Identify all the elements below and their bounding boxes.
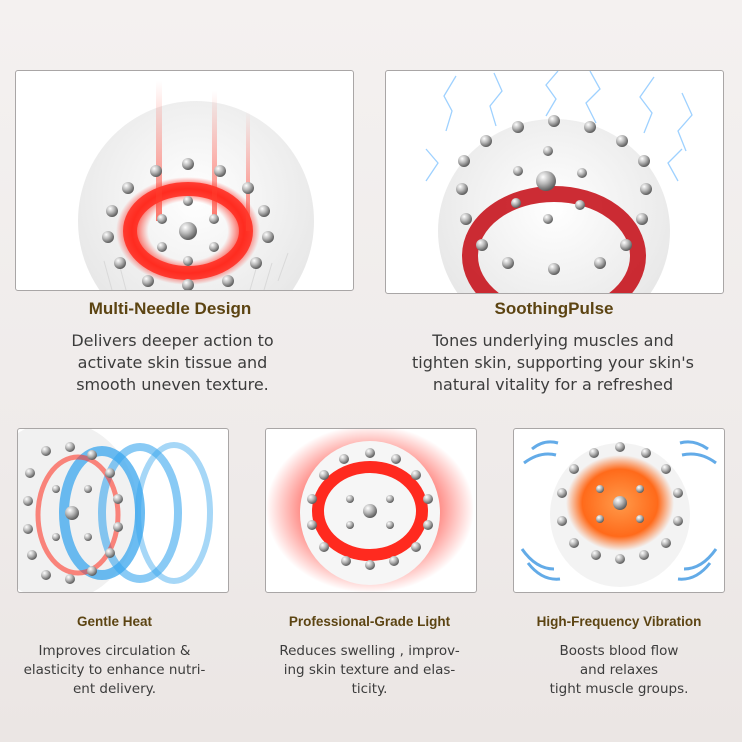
soothing-pulse-device-image xyxy=(385,70,724,294)
description-line: ent delivery. xyxy=(72,681,157,697)
device-illustration xyxy=(78,81,314,290)
description-line: Tones underlying muscles and xyxy=(432,331,674,350)
multi-needle-device-image xyxy=(15,70,354,291)
description-line: and relaxes xyxy=(579,662,659,678)
description-line: elasticity to enhance nutri- xyxy=(23,662,206,678)
description-line: Improves circulation & xyxy=(38,643,191,659)
description-line: natural vitality for a refreshed xyxy=(432,375,674,394)
feature-title-vibration: High-Frequency Vibration xyxy=(536,614,702,629)
description-line: ing skin texture and elas- xyxy=(283,662,456,678)
feature-title-gentle-heat: Gentle Heat xyxy=(76,614,153,629)
feature-description-professional-light: Reduces swelling , improv- ing skin text… xyxy=(262,642,477,699)
description-line: Reduces swelling , improv- xyxy=(279,643,460,659)
description-line: Boosts blood flow xyxy=(559,643,679,659)
description-line: tight muscle groups. xyxy=(549,681,689,697)
device-illustration xyxy=(425,71,693,293)
red-light-device-image xyxy=(265,428,477,593)
device-illustration xyxy=(18,429,213,592)
feature-description-gentle-heat: Improves circulation & elasticity to enh… xyxy=(12,642,217,699)
device-illustration xyxy=(266,429,474,592)
feature-title-professional-light: Professional-Grade Light xyxy=(288,614,451,629)
gentle-heat-device-image xyxy=(17,428,229,593)
description-line: Delivers deeper action to xyxy=(71,331,274,350)
feature-description-vibration: Boosts blood flow and relaxes tight musc… xyxy=(513,642,725,699)
description-line: ticity. xyxy=(351,681,388,697)
feature-title-multi-needle: Multi-Needle Design xyxy=(88,299,252,318)
description-line: smooth uneven texture. xyxy=(76,375,269,394)
device-illustration xyxy=(520,440,718,587)
vibration-device-image xyxy=(513,428,725,593)
feature-description-soothing-pulse: Tones underlying muscles and tighten ski… xyxy=(393,330,713,396)
feature-description-multi-needle: Delivers deeper action to activate skin … xyxy=(15,330,330,396)
feature-title-soothing-pulse: SoothingPulse xyxy=(494,299,614,318)
description-line: tighten skin, supporting your skin's xyxy=(412,353,694,372)
description-line: activate skin tissue and xyxy=(77,353,268,372)
